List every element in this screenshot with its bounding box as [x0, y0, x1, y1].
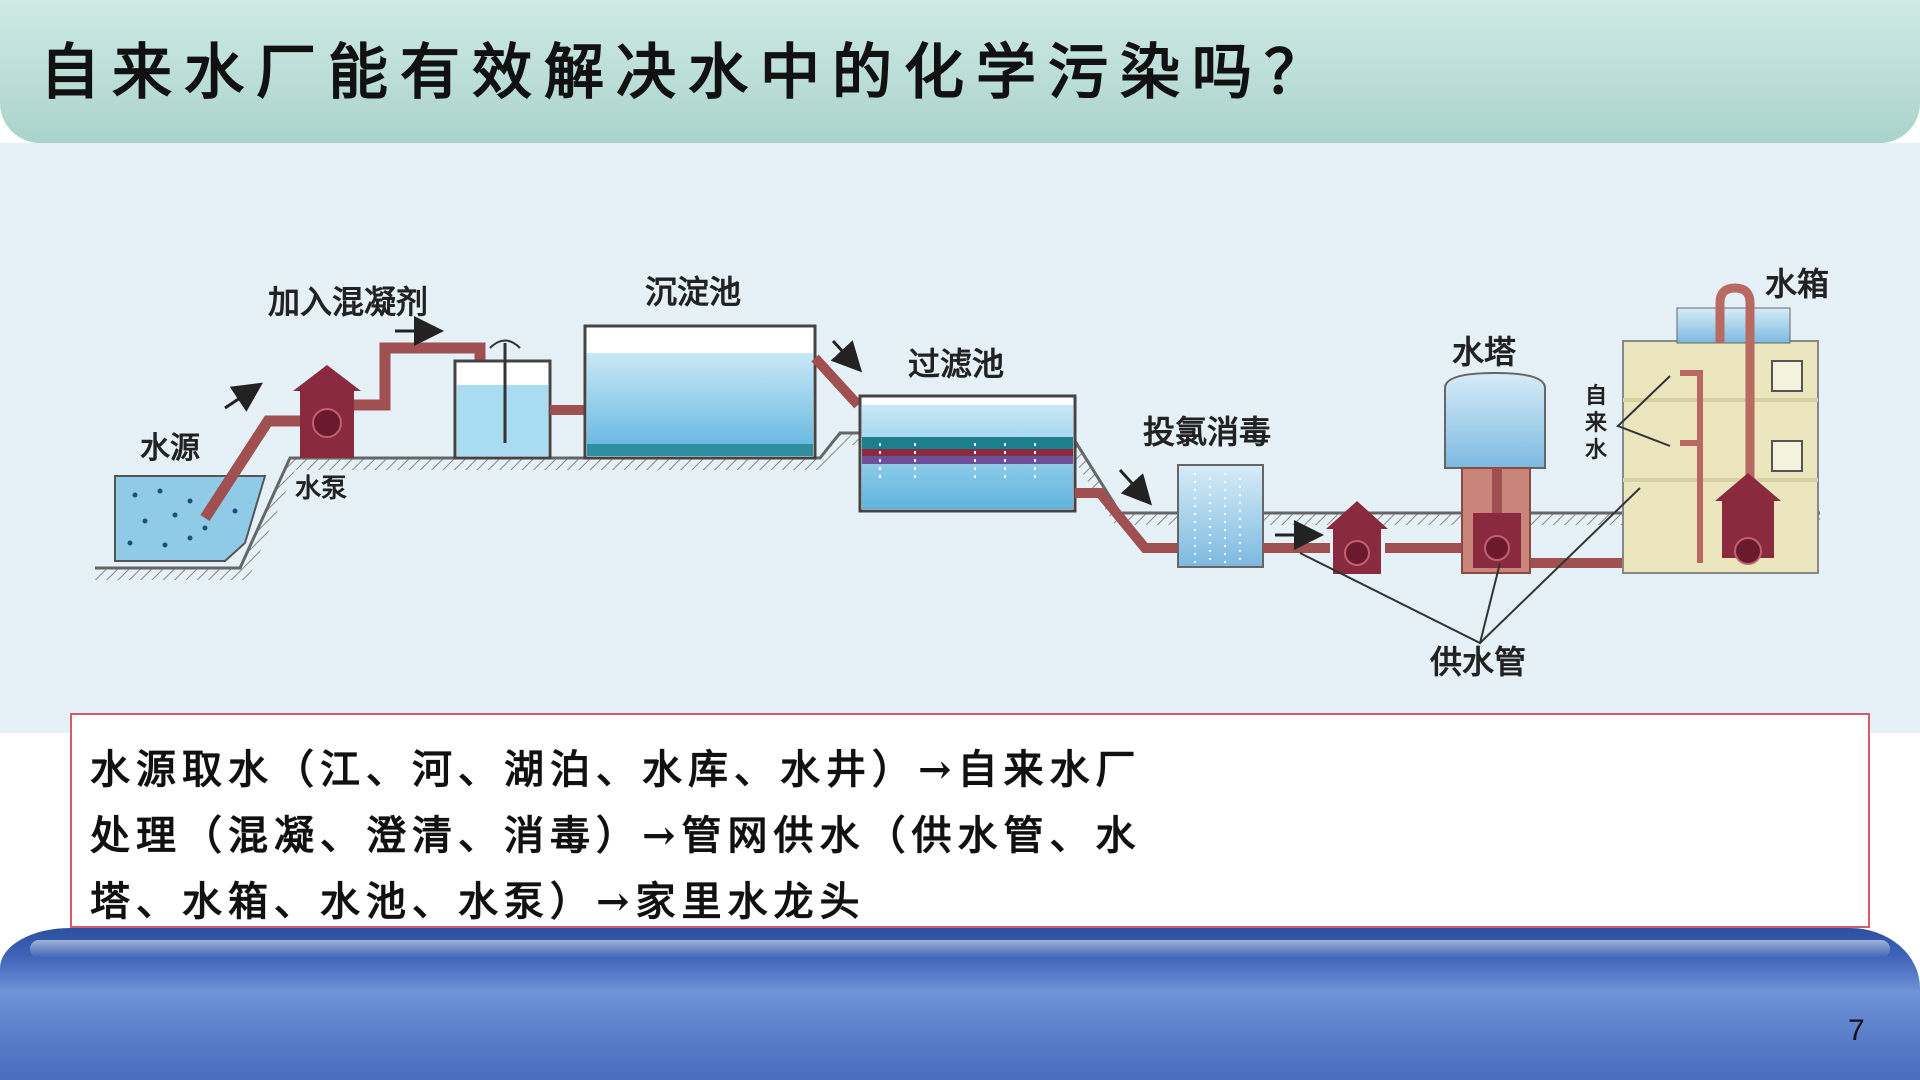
intake-pipe — [200, 415, 300, 521]
sedimentation-outlet-pipe — [811, 354, 862, 409]
filter-outlet-pipe — [1075, 488, 1180, 553]
label-sedimentation-tank: 沉淀池 — [645, 273, 741, 311]
coagulant-pipe — [354, 342, 486, 411]
page-number: 7 — [1848, 1014, 1865, 1047]
process-line-3: 塔、水箱、水池、水泵）→家里水龙头 — [90, 878, 866, 925]
chlorination-tank — [1177, 464, 1264, 568]
water-source-pond — [114, 475, 267, 562]
footer-shine — [30, 940, 1890, 958]
label-water-tower: 水塔 — [1452, 333, 1517, 371]
label-add-coagulant: 加入混凝剂 — [268, 283, 428, 321]
process-text-box: 水源取水（江、河、湖泊、水库、水井）→自来水厂 处理（混凝、澄清、消毒）→管网供… — [70, 713, 1870, 928]
slide-title: 自来水厂能有效解决水中的化学污染吗？ — [40, 38, 1336, 108]
label-water-source: 水源 — [140, 431, 200, 466]
pump-house-1 — [293, 365, 361, 458]
water-treatment-diagram: 水源 水泵 加入混凝剂 沉淀池 — [95, 265, 1829, 681]
pump-house-2 — [1326, 501, 1388, 574]
label-filter-tank: 过滤池 — [908, 345, 1004, 383]
sedimentation-tank — [583, 324, 817, 460]
mixing-tank — [453, 339, 552, 460]
label-pump: 水泵 — [295, 474, 347, 504]
supply-pipe-pointer — [1299, 487, 1641, 645]
label-water-tank: 水箱 — [1765, 265, 1829, 303]
title-bar: 自来水厂能有效解决水中的化学污染吗？ — [0, 0, 1920, 143]
filter-tank — [858, 394, 1077, 513]
building — [1622, 283, 1819, 574]
label-supply-pipe: 供水管 — [1430, 643, 1526, 681]
label-tap-water-2: 来 — [1584, 410, 1608, 436]
label-chlorination: 投氯消毒 — [1143, 413, 1271, 451]
mixing-outlet-pipe — [550, 405, 585, 415]
label-tap-water-1: 自 — [1585, 383, 1607, 409]
label-tap-water-3: 水 — [1585, 437, 1608, 463]
process-line-2: 处理（混凝、澄清、消毒）→管网供水（供水管、水 — [90, 812, 1142, 859]
tap-water-pointer — [1616, 375, 1671, 447]
process-line-1: 水源取水（江、河、湖泊、水库、水井）→自来水厂 — [90, 746, 1142, 793]
water-tower — [1444, 371, 1546, 574]
